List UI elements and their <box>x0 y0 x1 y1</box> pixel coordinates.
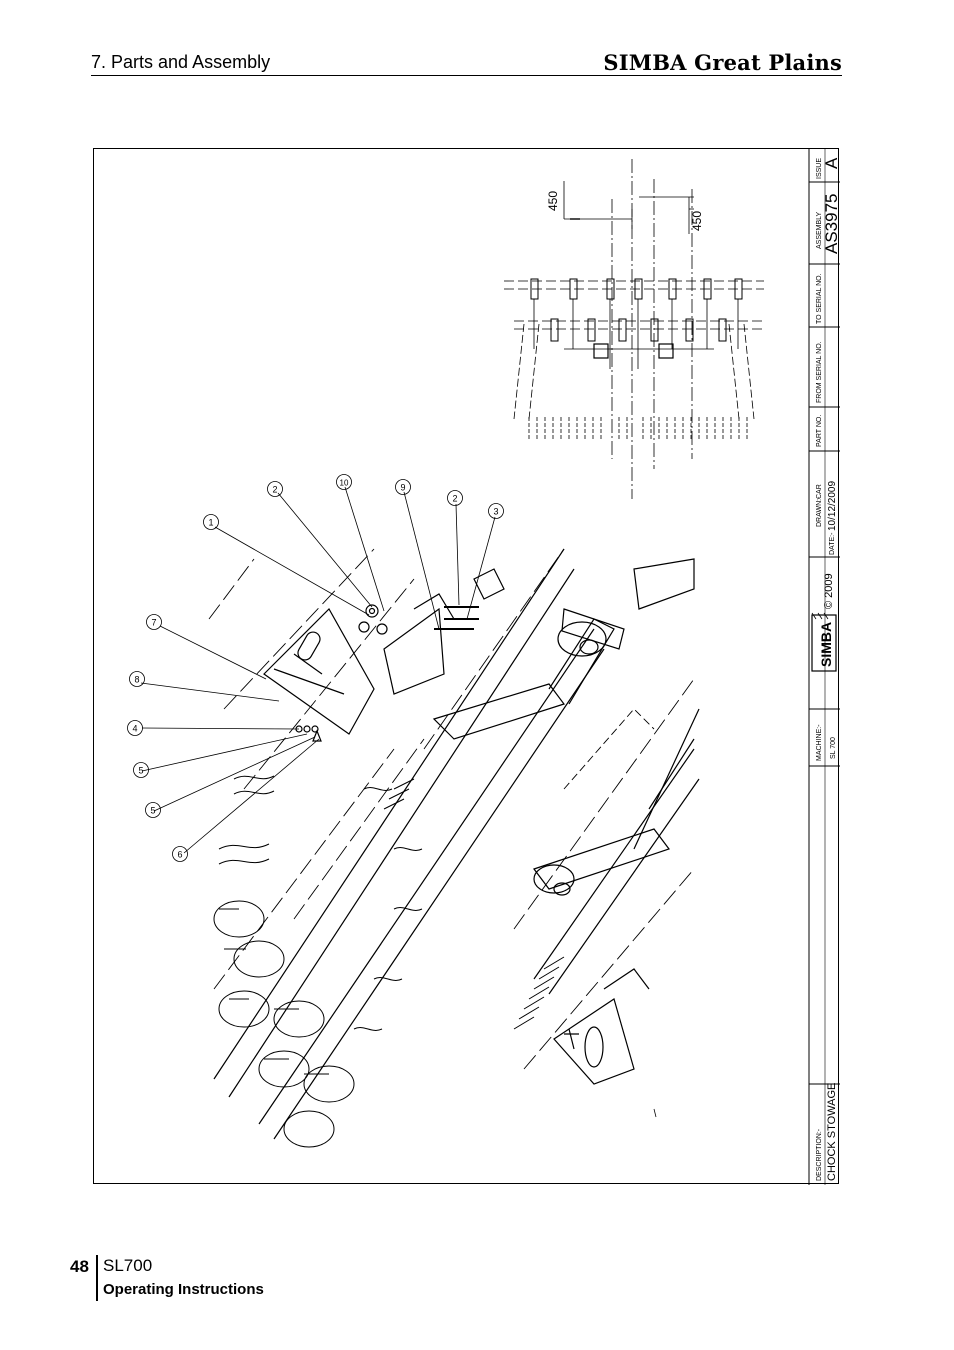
part-no-label: PART NO. <box>816 415 823 447</box>
balloon-10: 10 <box>336 474 352 490</box>
callouts: 1 2 10 9 2 3 7 8 4 5 5 6 <box>127 474 504 862</box>
assembly-label: ASSEMBLY <box>816 211 823 249</box>
assembly-value: AS3975 <box>822 194 840 255</box>
svg-text:7: 7 <box>151 618 156 628</box>
title-block: ISSUE A ASSEMBLY AS3975 TO SERIAL NO. FR… <box>808 149 841 1185</box>
balloon-6: 6 <box>172 846 188 862</box>
copyright: © 2009 <box>823 573 835 609</box>
balloon-2-upper: 2 <box>267 481 283 497</box>
bracket-assembly <box>358 593 479 695</box>
date-label: DATE:- <box>829 532 836 555</box>
svg-text:4: 4 <box>132 724 137 734</box>
simba-logo-stamp: SIMBA <box>811 612 837 672</box>
issue-label: ISSUE <box>816 158 823 179</box>
machine-isometric-view <box>208 548 700 1148</box>
brand-logo: SIMBA Great Plains <box>603 50 842 75</box>
machine-value: SL 700 <box>830 737 837 759</box>
svg-text:9: 9 <box>400 483 405 493</box>
balloon-4: 4 <box>127 720 143 736</box>
model-name: SL700 <box>103 1256 153 1275</box>
balloon-7: 7 <box>146 614 162 630</box>
svg-text:2: 2 <box>272 485 277 495</box>
balloon-3: 3 <box>488 503 504 519</box>
balloon-2-right: 2 <box>447 490 463 506</box>
footer-divider <box>96 1255 98 1301</box>
svg-text:3: 3 <box>493 507 498 517</box>
document-type: Operating Instructions <box>103 1281 264 1298</box>
svg-text:6: 6 <box>177 850 182 860</box>
wheel-chock-lower <box>553 968 650 1085</box>
svg-text:1: 1 <box>208 518 213 528</box>
issue-value: A <box>822 157 840 169</box>
header-rule <box>91 75 842 76</box>
description-value: CHOCK STOWAGE <box>826 1083 838 1181</box>
page-number: 48 <box>70 1257 89 1276</box>
to-serial-label: TO SERIAL NO. <box>816 273 823 324</box>
balloon-8: 8 <box>129 671 145 687</box>
drawing-frame: ISSUE A ASSEMBLY AS3975 TO SERIAL NO. FR… <box>93 148 841 1185</box>
section-title: 7. Parts and Assembly <box>91 52 271 72</box>
drawn-label: DRAWN:- <box>816 496 823 527</box>
assembly-drawing: ISSUE A ASSEMBLY AS3975 TO SERIAL NO. FR… <box>127 149 841 1185</box>
dimension-label-right: 450 <box>690 211 704 231</box>
logo-text: SIMBA <box>818 622 834 667</box>
balloon-1: 1 <box>203 514 219 530</box>
svg-text:8: 8 <box>134 675 139 685</box>
from-serial-label: FROM SERIAL NO. <box>816 341 823 403</box>
wheel-chock-upper <box>263 608 375 735</box>
svg-text:5: 5 <box>138 766 143 776</box>
tine-springs <box>213 775 423 1148</box>
svg-text:10: 10 <box>340 479 349 488</box>
machine-label: MACHINE:- <box>816 724 823 761</box>
svg-text:2: 2 <box>452 494 457 504</box>
description-label: DESCRIPTION:- <box>816 1128 823 1181</box>
svg-text:5: 5 <box>150 806 155 816</box>
balloon-5-lower: 5 <box>145 802 161 818</box>
dimension-label-left: 450 <box>546 191 560 211</box>
drawn-value: CAR <box>816 484 823 499</box>
balloon-9: 9 <box>395 479 411 495</box>
date-value: 10/12/2009 <box>827 481 838 531</box>
balloon-5-upper: 5 <box>133 762 149 778</box>
overview-plan: 450 450 <box>504 159 764 499</box>
